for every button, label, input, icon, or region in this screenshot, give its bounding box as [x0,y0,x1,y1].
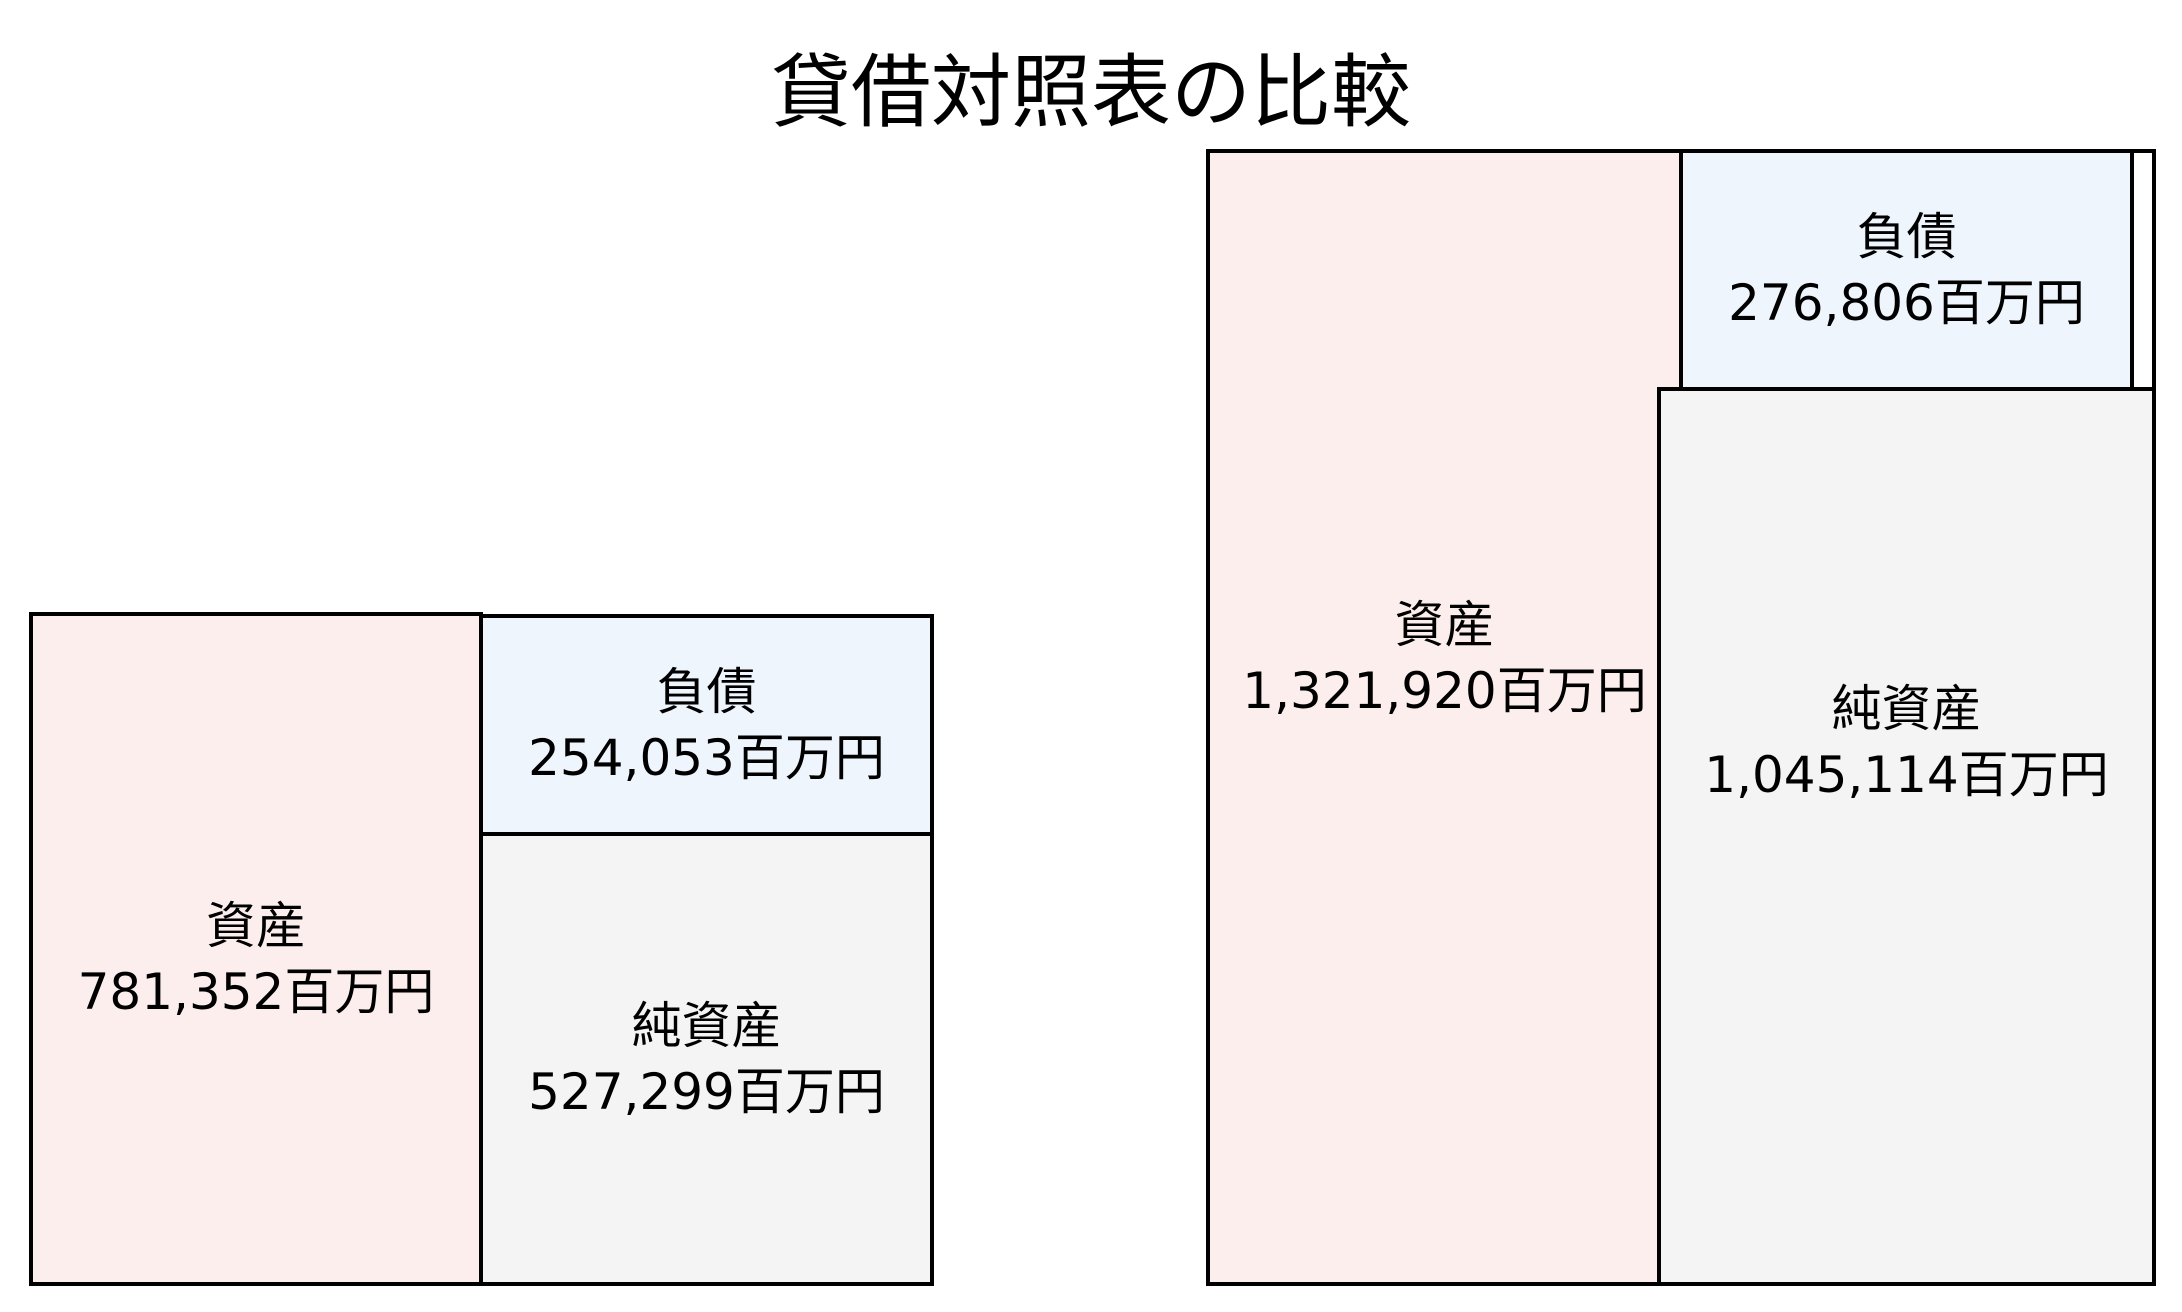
chart-title: 貸借対照表の比較 [771,46,1411,139]
right-assets-label: 資産 [1394,595,1495,654]
right-assets-value: 1,321,920百万円 [1242,661,1647,720]
right-liabilities-value: 276,806百万円 [1728,274,2085,332]
right-liabilities-label: 負債 [1856,208,1957,266]
right-net-assets-block: 純資産 1,045,114百万円 [1657,387,2156,1286]
left-liabilities-value: 254,053百万円 [528,729,885,787]
right-assets-block: 資産 1,321,920百万円 [1206,149,1683,1286]
left-net-assets-label: 純資産 [631,997,782,1055]
left-liabilities-label: 負債 [656,663,757,721]
left-net-assets-block: 純資産 527,299百万円 [479,832,934,1286]
left-liabilities-block: 負債 254,053百万円 [479,614,934,836]
left-assets-value: 781,352百万円 [77,963,435,1021]
left-net-assets-value: 527,299百万円 [528,1063,885,1121]
right-net-assets-label: 純資産 [1831,679,1982,738]
left-assets-block: 資産 781,352百万円 [29,612,483,1286]
right-net-assets-value: 1,045,114百万円 [1704,745,2109,804]
left-assets-label: 資産 [206,897,306,955]
right-liabilities-block: 負債 276,806百万円 [1679,149,2134,391]
